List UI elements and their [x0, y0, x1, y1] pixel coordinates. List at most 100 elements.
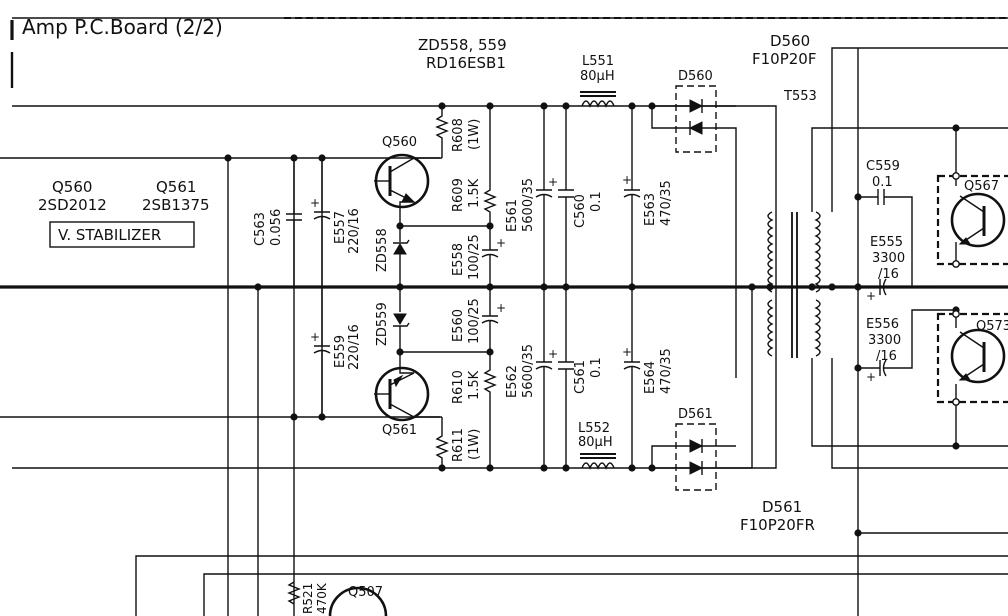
d560-part-label: F10P20F [752, 50, 816, 68]
d561-box-label: D561 [678, 407, 713, 422]
resistor-r608: R608 (1W) [435, 106, 482, 158]
e563-ref-label: E563 [643, 193, 658, 226]
resistor-r611: R611 (1W) [435, 417, 482, 468]
v-stabilizer-label: V. STABILIZER [58, 226, 161, 244]
l551-value-label: 80μH [580, 69, 615, 84]
e556-ref-label: E556 [866, 317, 899, 332]
t553-label: T553 [783, 89, 817, 104]
e556-rating-label: /16 [876, 349, 897, 364]
capacitor-e564: + E564 470/35 [622, 287, 674, 468]
zener-refs-header: ZD558, 559 RD16ESB1 [418, 36, 507, 72]
q561-ref-label: Q561 [156, 178, 196, 196]
e558-ref-label: E558 [451, 243, 466, 276]
r609-ref-label: R609 [451, 178, 466, 212]
junctions [224, 102, 960, 537]
zener-refs-label: ZD558, 559 [418, 36, 507, 54]
zener-ties [400, 225, 490, 353]
transistor-q573: Q573 [936, 310, 1008, 446]
inductor-l551: L551 80μH [580, 54, 616, 108]
zener-zd559: ZD559 [375, 287, 410, 352]
r610-value-label: 1.5K [467, 370, 482, 400]
capacitor-e563: + E563 470/35 [622, 106, 674, 287]
d560-ref-label: D560 [770, 32, 810, 50]
c559-ref-label: C559 [866, 159, 900, 174]
zener-zd558: ZD558 [375, 226, 410, 287]
e556-plus-label: + [866, 370, 876, 384]
e555-ref-label: E555 [870, 235, 903, 250]
e562-ref-label: E562 [505, 365, 520, 398]
inductor-l552: L552 80μH [578, 421, 616, 470]
q560-part-label: 2SD2012 [38, 196, 107, 214]
e558-plus-label: + [496, 236, 506, 250]
diode-d561: D561 D561 F10P20FR [651, 287, 815, 534]
zd558-label: ZD558 [375, 228, 390, 272]
e561-value-label: 5600/35 [521, 178, 536, 232]
e562-value-label: 5600/35 [521, 344, 536, 398]
c563-ref-label: C563 [253, 212, 268, 246]
c563-value-label: 0.056 [269, 209, 284, 246]
r608-ref-label: R608 [451, 118, 466, 152]
transformer-t553: T553 [767, 47, 1008, 469]
capacitor-e561: + E561 5600/35 [505, 106, 558, 287]
e563-plus-label: + [622, 173, 632, 187]
capacitor-c559: C559 0.1 [858, 159, 913, 258]
capacitor-c560: C560 0.1 [558, 106, 604, 287]
l552-value-label: 80μH [578, 435, 613, 450]
e560-plus-label: + [496, 301, 506, 315]
q573-label: Q573 [976, 319, 1008, 334]
c560-value-label: 0.1 [589, 191, 604, 212]
e555-value-label: 3300 [872, 251, 905, 266]
l551-ref-label: L551 [582, 54, 614, 69]
transistor-q561: Q561 [374, 352, 442, 438]
e564-plus-label: + [622, 345, 632, 359]
e559-ref-label: E559 [333, 335, 348, 368]
q567-label: Q567 [964, 179, 999, 194]
e558-value-label: 100/25 [467, 234, 482, 280]
resistor-r610: R610 1.5K [451, 352, 497, 468]
capacitor-e560: + E560 100/25 [451, 287, 506, 352]
left-labels: Q560 2SD2012 Q561 2SB1375 V. STABILIZER [38, 178, 210, 248]
e559-plus-label: + [310, 330, 320, 344]
e564-ref-label: E564 [643, 361, 658, 394]
e556-value-label: 3300 [868, 333, 901, 348]
e559-value-label: 220/16 [347, 324, 362, 370]
r610-ref-label: R610 [451, 370, 466, 404]
c561-value-label: 0.1 [589, 357, 604, 378]
capacitor-e557: + E557 220/16 [310, 158, 362, 287]
c559-value-label: 0.1 [872, 175, 893, 190]
zener-part-label: RD16ESB1 [426, 54, 506, 72]
diode-d560: D560 D560 F10P20F [651, 32, 816, 378]
v-stabilizer-box [49, 221, 195, 248]
e557-plus-label: + [310, 196, 320, 210]
capacitor-c561: C561 0.1 [558, 287, 604, 468]
e560-value-label: 100/25 [467, 298, 482, 344]
e564-value-label: 470/35 [659, 348, 674, 394]
d560-box-label: D560 [678, 69, 713, 84]
e561-plus-label: + [548, 175, 558, 189]
l552-ref-label: L552 [578, 421, 610, 436]
e557-value-label: 220/16 [347, 208, 362, 254]
zd559-label: ZD559 [375, 302, 390, 346]
capacitor-e562: + E562 5600/35 [505, 287, 558, 468]
capacitor-e556: + E556 3300 /16 [858, 309, 956, 384]
e555-rating-label: /16 [878, 267, 899, 282]
e560-ref-label: E560 [451, 309, 466, 342]
transistor-q507: Q507 [328, 585, 388, 616]
e562-plus-label: + [548, 347, 558, 361]
transistor-q567: Q567 [936, 128, 1008, 268]
capacitor-e555: + E555 3300 /16 [858, 235, 938, 303]
board-title-block: Amp P.C.Board (2/2) [10, 15, 1008, 88]
d561-ref-label: D561 [762, 498, 802, 516]
capacitor-e559: + E559 220/16 [310, 287, 362, 417]
r609-value-label: 1.5K [467, 178, 482, 208]
e563-value-label: 470/35 [659, 180, 674, 226]
d561-part-label: F10P20FR [740, 516, 815, 534]
r611-ref-label: R611 [451, 428, 466, 462]
r521-value-label: 470K [315, 582, 329, 614]
q561-label: Q561 [382, 423, 417, 438]
e557-ref-label: E557 [333, 211, 348, 244]
rails [0, 105, 1008, 616]
q560-label: Q560 [382, 135, 417, 150]
capacitor-e558: + E558 100/25 [451, 226, 506, 287]
